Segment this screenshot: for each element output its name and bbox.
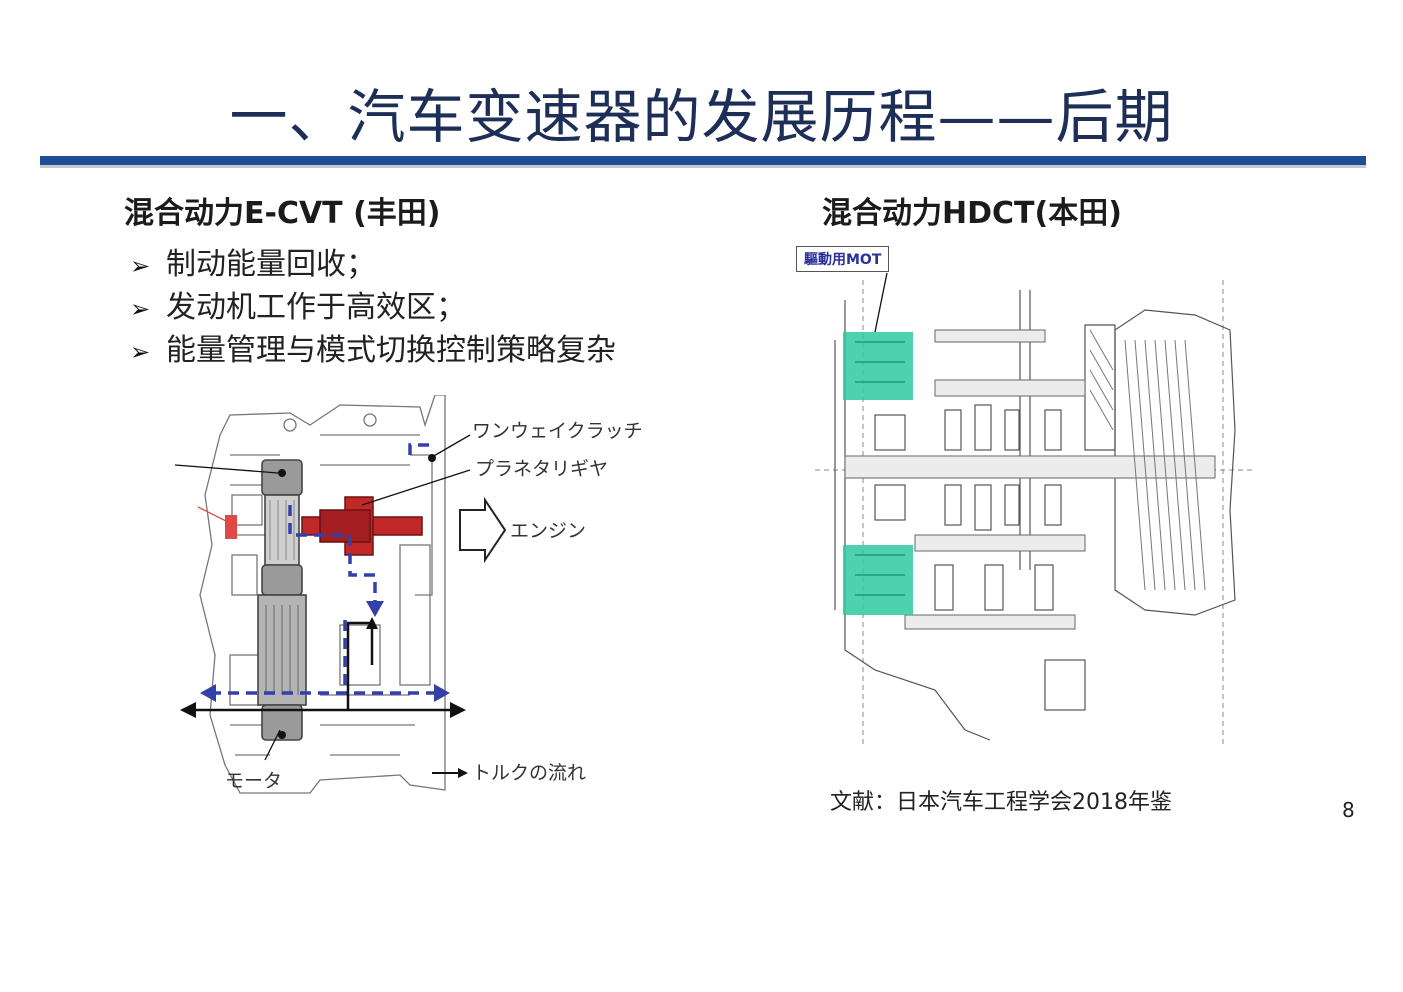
torque-flow-label: トルクの流れ	[472, 762, 586, 784]
planetary-gear-label: プラネタリギヤ	[475, 458, 608, 480]
feature-item: ➢发动机工作于高效区；	[130, 287, 616, 330]
torque-flow-arrowheads	[200, 601, 450, 702]
engine-output-arrow-icon	[459, 496, 507, 564]
torque-flow-path	[210, 443, 440, 695]
drive-motor-highlight	[843, 332, 913, 615]
housing-outline	[199, 395, 446, 794]
output-flow-path	[185, 621, 460, 712]
hdct-cross-section-diagram	[815, 272, 1255, 745]
slide-title: 一、汽车变速器的发展历程——后期	[229, 83, 1174, 151]
reference-note: 文献：日本汽车工程学会2018年鉴	[830, 790, 1172, 815]
arrow-bullet-icon: ➢	[130, 252, 151, 280]
arrow-bullet-icon: ➢	[130, 338, 151, 366]
mot-leader-line	[874, 272, 888, 333]
arrow-bullet-icon: ➢	[130, 295, 151, 323]
motor-label: モータ	[225, 770, 282, 792]
gear-set-hatching	[1089, 329, 1206, 591]
motor-generator-stack	[257, 459, 307, 741]
leader-lines	[174, 434, 471, 761]
ecvt-cross-section-diagram: ワンウェイクラッチ プラネタリギヤ エンジン モータ トルクの流れ	[174, 395, 643, 794]
one-way-clutch-label: ワンウェイクラッチ	[472, 420, 643, 442]
title-divider	[40, 156, 1366, 165]
engine-label: エンジン	[510, 520, 586, 542]
feature-item: ➢能量管理与模式切换控制策略复杂	[130, 330, 616, 373]
hdct-heading: 混合动力HDCT(本田)	[822, 196, 1122, 231]
ecvt-heading: 混合动力E-CVT (丰田)	[124, 196, 441, 231]
feature-list: ➢制动能量回收； ➢发动机工作于高效区； ➢能量管理与模式切换控制策略复杂	[130, 244, 616, 373]
planetary-gear-highlight	[225, 496, 423, 556]
page-number: 8	[1342, 798, 1355, 822]
torque-flow-legend-arrow-icon	[458, 768, 468, 778]
gear-pairs	[874, 404, 1086, 711]
shafts	[844, 329, 1216, 630]
output-flow-arrowheads	[180, 617, 466, 718]
drive-motor-tag: 驅動用MOT	[796, 246, 890, 272]
feature-item: ➢制动能量回收；	[130, 244, 616, 287]
